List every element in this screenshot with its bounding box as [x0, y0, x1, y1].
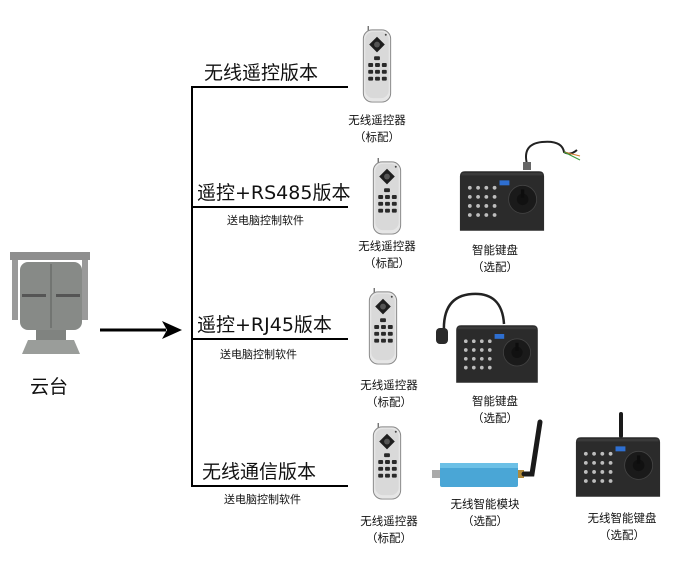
- item-tag: （选配）: [599, 528, 645, 542]
- remote-control-icon: [372, 423, 402, 501]
- branch-line-2: [191, 206, 348, 208]
- wireless-keyboard-image: [572, 410, 672, 502]
- tree-trunk-line: [191, 86, 193, 487]
- item-tag: （选配）: [462, 514, 508, 528]
- item-name: 智能键盘: [472, 243, 518, 257]
- item-name: 无线智能键盘: [587, 511, 657, 525]
- software-note: 送电脑控制软件: [227, 214, 304, 227]
- item-name: 无线遥控器: [360, 514, 418, 528]
- branch-line-3: [191, 338, 348, 340]
- item-name: 无线智能模块: [450, 497, 520, 511]
- item-caption: 智能键盘 （选配）: [458, 393, 532, 427]
- item-name: 无线遥控器: [358, 239, 416, 253]
- item-caption: 无线智能模块 （选配）: [440, 496, 530, 530]
- branch-title-rs485: 遥控+RS485版本: [197, 182, 351, 204]
- item-tag: （选配）: [472, 411, 518, 425]
- item-name: 无线遥控器: [348, 113, 406, 127]
- software-note: 送电脑控制软件: [220, 348, 297, 361]
- remote-control-icon: [362, 26, 392, 104]
- item-caption: 无线遥控器 （标配）: [352, 377, 426, 411]
- wireless-module-image: [428, 418, 548, 493]
- software-note: 送电脑控制软件: [224, 493, 301, 506]
- flow-arrow: [100, 320, 182, 344]
- item-tag: （标配）: [364, 256, 410, 270]
- item-caption: 智能键盘 （选配）: [458, 242, 532, 276]
- item-tag: （选配）: [472, 260, 518, 274]
- remote-control-icon: [368, 288, 398, 366]
- branch-title-wireless-remote: 无线遥控版本: [204, 62, 319, 84]
- branch-title-wireless-comm: 无线通信版本: [202, 461, 317, 483]
- item-tag: （标配）: [366, 531, 412, 545]
- item-caption: 无线遥控器 （标配）: [340, 112, 414, 146]
- item-name: 智能键盘: [472, 394, 518, 408]
- remote-control-icon: [372, 158, 402, 236]
- branch-title-rj45: 遥控+RJ45版本: [197, 314, 332, 336]
- branch-line-1: [191, 86, 348, 88]
- item-caption: 无线智能键盘 （选配）: [572, 510, 672, 544]
- item-tag: （标配）: [366, 395, 412, 409]
- ptz-camera-image: [8, 250, 92, 360]
- item-tag: （标配）: [354, 130, 400, 144]
- item-caption: 无线遥控器 （标配）: [352, 513, 426, 547]
- ptz-label: 云台: [30, 376, 69, 398]
- smart-keyboard-image: [432, 288, 542, 388]
- smart-keyboard-image: [452, 134, 582, 234]
- item-name: 无线遥控器: [360, 378, 418, 392]
- branch-line-4: [191, 485, 348, 487]
- item-caption: 无线遥控器 （标配）: [350, 238, 424, 272]
